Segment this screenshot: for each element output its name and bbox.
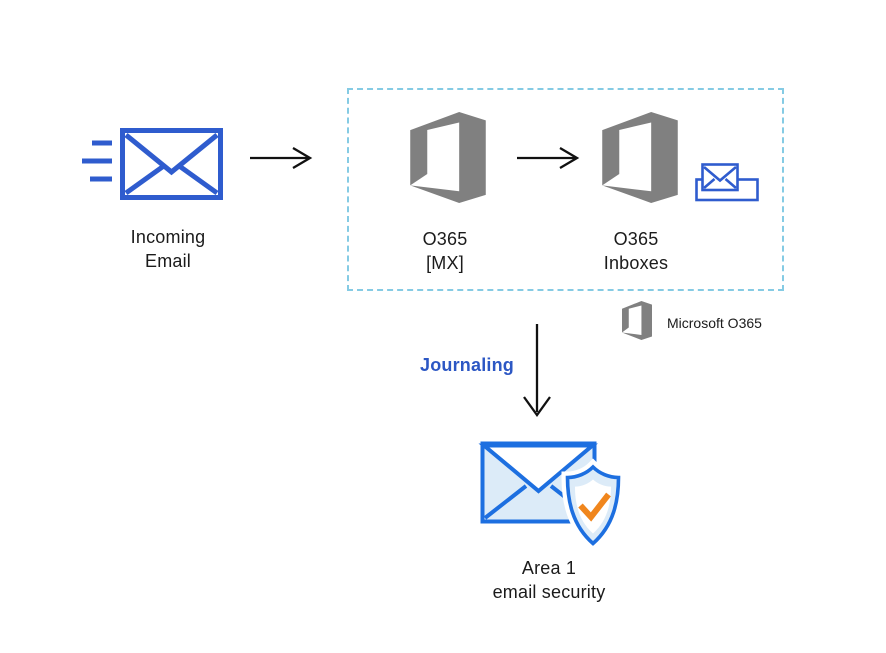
incoming-email-label-line2: Email: [144, 251, 191, 271]
arrow-right-icon: [517, 147, 580, 169]
area1-label-line2: email security: [492, 582, 606, 602]
area1-label: Area 1 email security: [469, 556, 629, 604]
arrow-down-icon: [523, 324, 551, 417]
office365-mx-icon: [410, 112, 486, 203]
o365-inboxes-label-line1: O365: [613, 229, 659, 249]
journaling-label: Journaling: [420, 355, 515, 375]
incoming-email-label-line1: Incoming: [130, 227, 206, 247]
o365-inboxes-label-line2: Inboxes: [603, 253, 669, 273]
o365-inboxes-label: O365 Inboxes: [576, 227, 696, 275]
incoming-email-icon: [82, 128, 223, 200]
area1-label-line1: Area 1: [521, 558, 577, 578]
o365-mx-label-line2: [MX]: [426, 253, 464, 273]
arrow-right-icon: [250, 147, 313, 169]
office365-legend-icon: [622, 301, 652, 340]
email-security-shield-icon: [478, 441, 625, 552]
o365-mx-label-line1: O365: [422, 229, 468, 249]
o365-dashed-container: [347, 88, 784, 291]
legend-label: Microsoft O365: [667, 315, 762, 331]
inbox-tray-icon: [695, 163, 759, 202]
o365-mx-label: O365 [MX]: [385, 227, 505, 275]
incoming-email-label: Incoming Email: [103, 225, 233, 273]
office365-inboxes-icon: [602, 112, 678, 203]
